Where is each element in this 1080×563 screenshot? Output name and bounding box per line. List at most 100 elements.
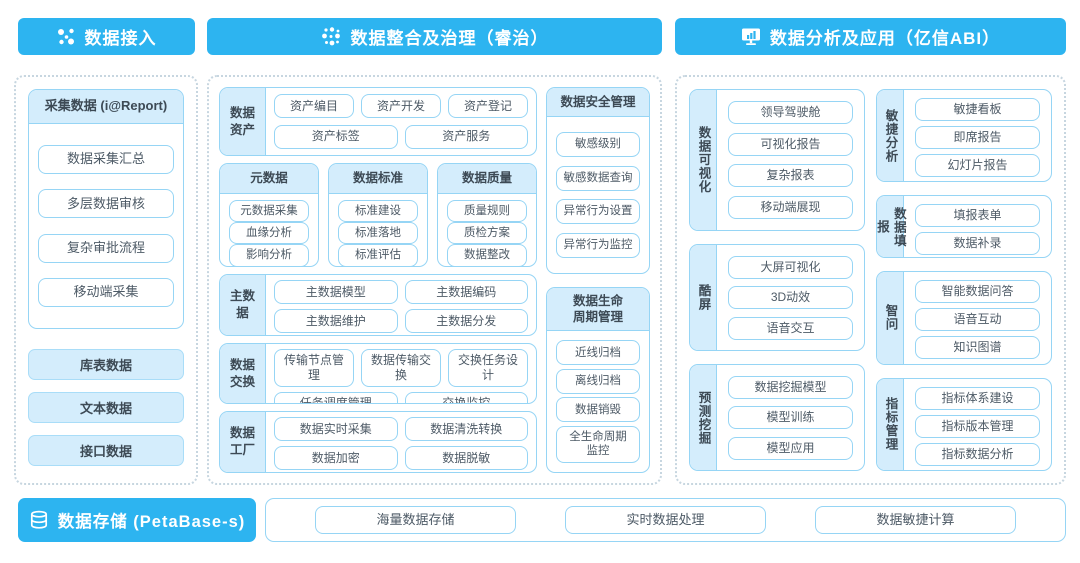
group-collect-data: 采集数据 (i@Report) 数据采集汇总 多层数据审核 复杂审批流程 移动端… [28,89,184,329]
section-visualization: 数据可视化 领导驾驶舱 可视化报告 复杂报表 移动端展现 [689,89,865,231]
section-data-factory: 数据工厂 数据实时采集 数据清洗转换 数据加密 数据脱敏 [219,411,537,473]
module-item: 资产服务 [404,124,528,149]
group-title: 数据质量 [438,164,536,194]
module-item: 指标体系建设 [915,386,1040,410]
section-data-asset: 数据资产 资产编目 资产开发 资产登记 资产标签 资产服务 [219,87,537,157]
network-dots-icon [57,27,76,46]
module-item: 智能数据问答 [915,280,1040,304]
module-item: 主数据维护 [274,309,398,334]
header-label: 数据整合及治理（睿治） [350,29,549,48]
analysis-left: 数据可视化 领导驾驶舱 可视化报告 复杂报表 移动端展现 酷屏 大屏可视化 3D… [689,89,865,471]
header-data-storage: 数据存储 (PetaBase-s) [18,498,256,542]
storage-capabilities: 海量数据存储 实时数据处理 数据敏捷计算 [265,498,1066,542]
module-item: 数据采集汇总 [38,145,174,175]
module-item: 移动端采集 [38,277,174,307]
module-item: 领导驾驶舱 [728,101,853,125]
module-item: 质检方案 [447,222,527,245]
section-label: 敏捷分析 [877,90,904,182]
section-agile-analysis: 敏捷分析 敏捷看板 即席报告 幻灯片报告 [876,89,1052,183]
group-title: 元数据 [220,164,318,194]
analysis-right: 敏捷分析 敏捷看板 即席报告 幻灯片报告 数据填报 填报表单 数据补录 智问 智… [876,89,1052,471]
source-item: 库表数据 [28,349,184,380]
module-item: 主数据编码 [404,280,528,305]
section-label: 指标管理 [877,378,904,470]
module-item: 大屏可视化 [728,255,853,279]
group-metadata: 元数据 元数据采集 血缘分析 影响分析 [219,163,319,268]
module-item: 语音交互 [728,316,853,340]
header-data-ingest: 数据接入 [18,18,195,55]
group-title: 数据生命周期管理 [547,287,649,331]
database-icon [29,510,49,530]
module-item: 数据实时采集 [274,417,398,442]
module-item: 数据传输交换 [361,348,441,387]
module-item: 资产标签 [274,124,398,149]
module-item: 敏捷看板 [915,98,1040,121]
section-label: 数据资产 [220,88,266,156]
module-item: 标准建设 [338,199,418,223]
section-data-exchange: 数据交换 传输节点管理 数据传输交换 交换任务设计 任务调度管理 交换监控 [219,342,537,405]
module-item: 数据补录 [915,232,1040,256]
module-item: 填报表单 [915,204,1040,228]
group-data-lifecycle: 数据生命周期管理 近线归档 离线归档 数据销毁 全生命周期监控 [546,286,650,473]
module-item: 指标数据分析 [915,442,1040,466]
module-item: 交换监控 [404,391,528,404]
section-label: 数据可视化 [690,90,717,230]
section-cool-screen: 酷屏 大屏可视化 3D动效 语音交互 [689,244,865,351]
section-data-entry: 数据填报 填报表单 数据补录 [876,195,1052,259]
group-data-security: 数据安全管理 敏感级别 敏感数据查询 异常行为设置 异常行为监控 [546,87,650,274]
module-item: 幻灯片报告 [915,154,1040,177]
module-item: 影响分析 [229,244,309,267]
section-label: 预测挖掘 [690,365,717,470]
module-item: 数据销毁 [556,397,640,423]
module-item: 血缘分析 [229,222,309,245]
header-data-analysis: 数据分析及应用（亿信ABI） [675,18,1066,55]
module-item: 交换任务设计 [448,348,528,387]
group-data-standard: 数据标准 标准建设 标准落地 标准评估 [328,163,428,268]
module-item: 元数据采集 [229,199,309,223]
module-item: 模型训练 [728,406,853,429]
group-body: 数据采集汇总 多层数据审核 复杂审批流程 移动端采集 [29,124,183,328]
section-label: 数据交换 [220,343,266,404]
module-item: 资产开发 [361,94,441,119]
section-master-data: 主数据 主数据模型 主数据编码 主数据维护 主数据分发 [219,274,537,336]
module-item: 标准评估 [338,244,418,267]
module-item: 全生命周期监控 [556,425,640,463]
module-item: 数据加密 [274,446,398,471]
governance-right: 数据安全管理 敏感级别 敏感数据查询 异常行为设置 异常行为监控 数据生命周期管… [546,87,650,473]
source-item: 接口数据 [28,435,184,466]
module-item: 传输节点管理 [274,348,354,387]
group-title: 采集数据 (i@Report) [29,90,183,124]
section-label: 数据填报 [877,196,906,258]
panel-data-ingest: 采集数据 (i@Report) 数据采集汇总 多层数据审核 复杂审批流程 移动端… [14,75,198,485]
group-title: 数据安全管理 [547,88,649,118]
header-data-governance: 数据整合及治理（睿治） [207,18,662,55]
module-item: 敏感级别 [556,131,640,157]
module-item: 近线归档 [556,340,640,366]
module-item: 语音互动 [915,308,1040,332]
section-label: 数据工厂 [220,412,266,472]
section-label: 主数据 [220,275,266,335]
module-item: 指标版本管理 [915,414,1040,438]
group-title: 数据标准 [329,164,427,194]
group-data-quality: 数据质量 质量规则 质检方案 数据整改 [437,163,537,268]
module-item: 数据挖掘模型 [728,375,853,399]
header-label: 数据分析及应用（亿信ABI） [769,29,1001,48]
module-item: 质量规则 [447,199,527,223]
section-smart-qa: 智问 智能数据问答 语音互动 知识图谱 [876,271,1052,365]
module-item: 数据脱敏 [404,446,528,471]
header-label: 数据接入 [84,29,157,48]
panel-data-analysis: 数据可视化 领导驾驶舱 可视化报告 复杂报表 移动端展现 酷屏 大屏可视化 3D… [675,75,1066,485]
panel-data-governance: 数据资产 资产编目 资产开发 资产登记 资产标签 资产服务 元数据 [207,75,662,485]
module-item: 移动端展现 [728,195,853,219]
module-item: 多层数据审核 [38,189,174,219]
section-predictive-mining: 预测挖掘 数据挖掘模型 模型训练 模型应用 [689,364,865,471]
governance-left: 数据资产 资产编目 资产开发 资产登记 资产标签 资产服务 元数据 [219,87,537,473]
module-item: 主数据分发 [404,309,528,334]
module-item: 资产登记 [448,94,528,119]
module-item: 实时数据处理 [565,506,766,534]
module-item: 异常行为设置 [556,199,640,225]
header-label: 数据存储 (PetaBase-s) [57,513,246,531]
section-body: 资产编目 资产开发 资产登记 资产标签 资产服务 [266,88,536,155]
section-label: 酷屏 [690,245,717,350]
